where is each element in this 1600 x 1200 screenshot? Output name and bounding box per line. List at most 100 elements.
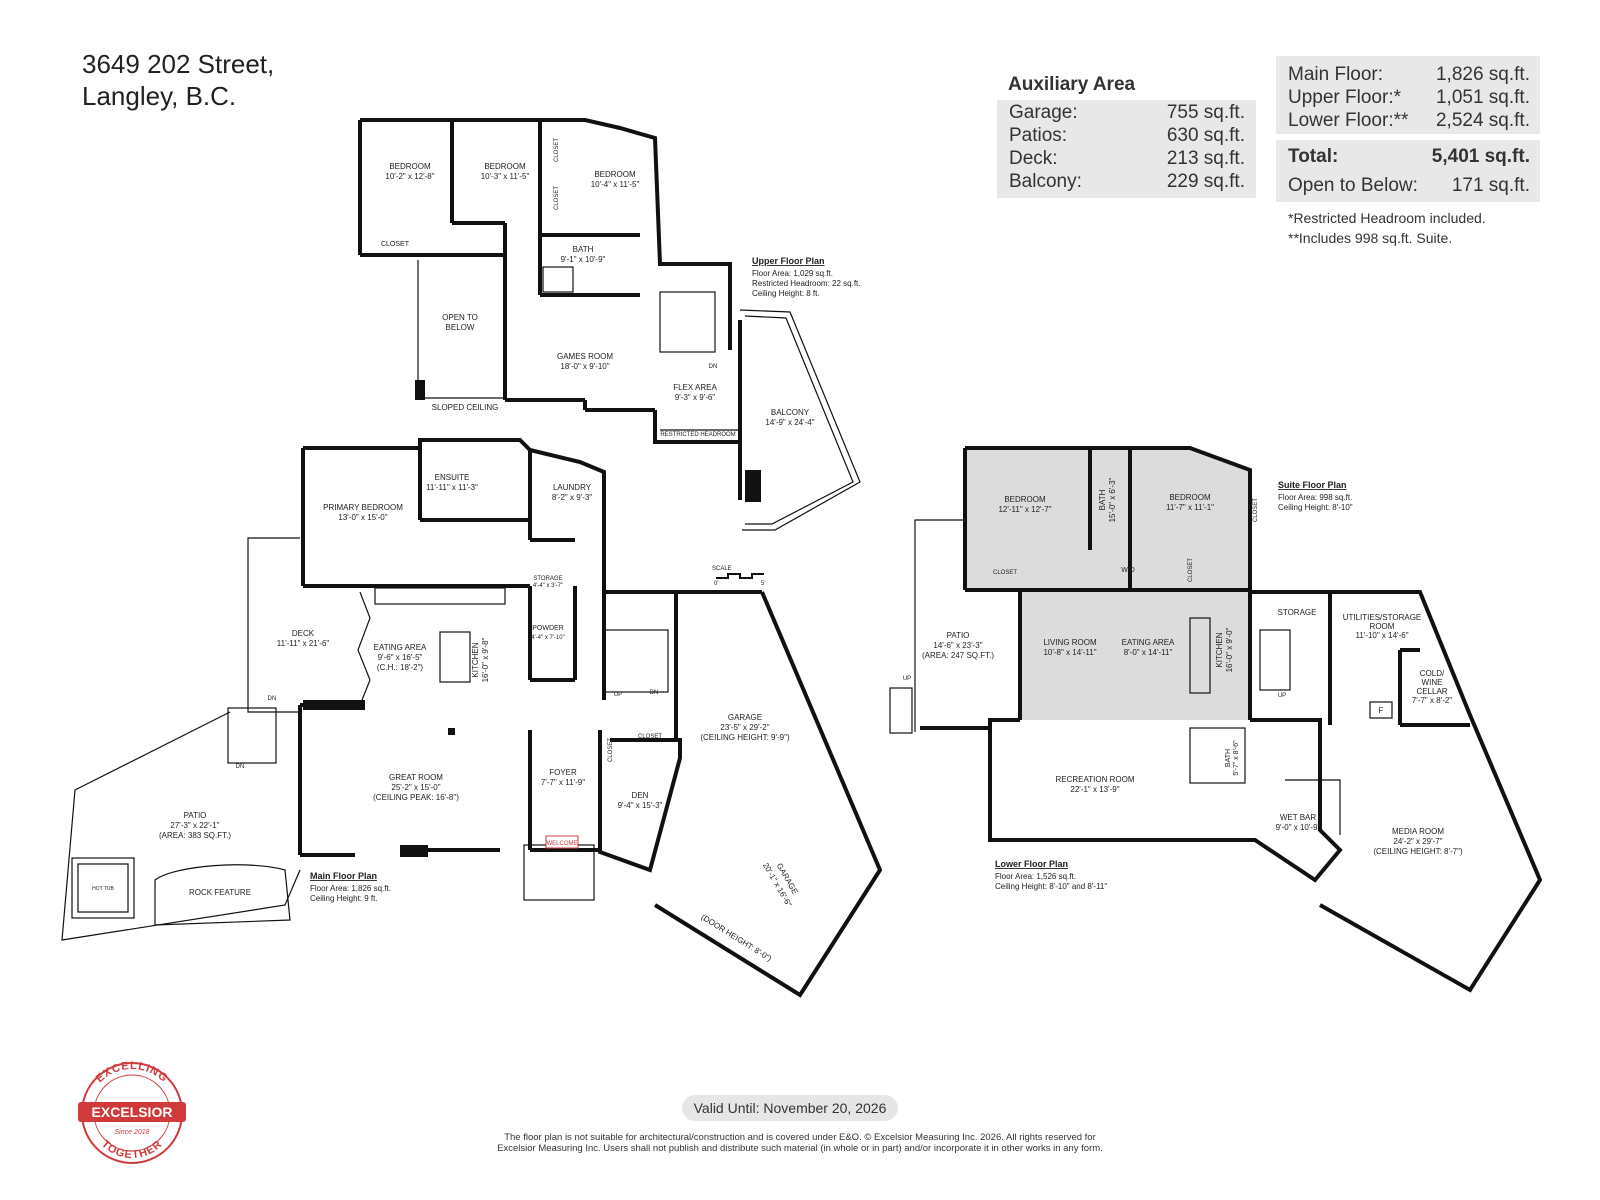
summary-totals: Total:5,401 sq.ft. Open to Below:171 sq.… [1276, 140, 1540, 202]
disclaimer-line-1: The floor plan is not suitable for archi… [504, 1132, 1096, 1143]
open-to-below-1: OPEN TO [442, 313, 478, 322]
room-living-name: LIVING ROOM [1043, 638, 1097, 647]
lower-floor-walls [920, 590, 1543, 993]
room-patio-lower-dim: 14'-6" x 23'-3" [933, 641, 982, 650]
upper-floor-walls [358, 118, 742, 500]
room-patio-lower-area: (AREA: 247 SQ.FT.) [922, 651, 994, 660]
room-great-dim: 25'-2" x 15'-0" [391, 783, 440, 792]
upper-plan-line1: Floor Area: 1,029 sq.ft. [752, 269, 833, 278]
room-foyer-dim: 7'-7" x 11'-9" [541, 778, 585, 787]
summary-row-open-below: Open to Below:171 sq.ft. [1288, 175, 1530, 196]
upper-floor-thin-lines [417, 260, 861, 531]
room-flex-dim: 9'-3" x 9'-6" [675, 393, 715, 402]
room-closet-suite-2: CLOSET [1188, 558, 1194, 582]
room-bath-lower-dim: 5'-7" x 8'-6" [1233, 740, 1240, 776]
suite-plan-line2: Ceiling Height: 8'-10" [1278, 503, 1353, 512]
lower-plan-line1: Floor Area: 1,526 sq.ft. [995, 872, 1076, 881]
logo-name: EXCELSIOR [92, 1104, 173, 1120]
room-ensuite-name: ENSUITE [435, 473, 470, 482]
room-living-dim: 10'-8" x 14'-11" [1043, 648, 1096, 657]
room-patio-lower-name: PATIO [947, 631, 970, 640]
room-eating-main-ch: (C.H.: 18'-2") [377, 663, 423, 672]
room-storage-main-dim: 4'-4" x 3'-7" [533, 583, 563, 589]
room-cold-line1: COLD/ [1420, 669, 1445, 678]
room-patio-main-area: (AREA: 383 SQ.FT.) [159, 831, 231, 840]
room-cold-line3: CELLAR [1416, 687, 1447, 696]
room-kitchen-lower-dim: 16'-0" x 9'-0" [1225, 627, 1234, 672]
main-plan-title: Main Floor Plan [310, 871, 377, 881]
scale-five: 5' [761, 581, 765, 587]
room-laundry-dim: 8'-2" x 9'-3" [552, 493, 592, 502]
rock-feature: ROCK FEATURE [189, 888, 251, 897]
lower-floor-thin-lines [889, 519, 1393, 835]
scale-zero: 0' [714, 581, 718, 587]
aux-row-patios: Patios:630 sq.ft. [1009, 125, 1245, 146]
disclaimer-line-2: Excelsior Measuring Inc. Users shall not… [497, 1143, 1103, 1154]
room-utilities-line1: UTILITIES/STORAGE [1343, 613, 1422, 622]
welcome-mat [545, 835, 579, 849]
room-closet-upper-2: CLOSET [554, 138, 560, 162]
room-garage-a-dim: 23'-5" x 29'-2" [720, 723, 769, 732]
room-media-dim: 24'-2" x 29'-7" [1393, 837, 1442, 846]
room-ensuite-dim: 11'-11" x 11'-3" [426, 483, 478, 492]
room-eating-lower-name: EATING AREA [1122, 638, 1175, 647]
auxiliary-area-table: Garage:755 sq.ft. Patios:630 sq.ft. Deck… [997, 100, 1256, 198]
aux-row-balcony: Balcony:229 sq.ft. [1009, 171, 1245, 192]
room-closet-suite-3: CLOSET [1253, 498, 1259, 522]
suite-plan-line1: Floor Area: 998 sq.ft. [1278, 493, 1352, 502]
lower-plan-title: Lower Floor Plan [995, 859, 1068, 869]
aux-row-deck: Deck:213 sq.ft. [1009, 148, 1245, 169]
suite-floor [963, 446, 1252, 720]
room-media-name: MEDIA ROOM [1392, 827, 1444, 836]
summary-row-upper: Upper Floor:*1,051 sq.ft. [1288, 87, 1530, 108]
room-closet-upper-3: CLOSET [554, 186, 560, 210]
stair-up-lower-1: UP [903, 676, 911, 682]
room-deck-dim: 11'-11" x 21'-6" [277, 639, 330, 648]
room-closet-upper-1: CLOSET [381, 241, 410, 248]
logo-since: Since 2018 [114, 1129, 149, 1136]
room-bedroom-3-dim: 10'-4" x 11'-5" [591, 180, 640, 189]
svg-text:EXCELLING: EXCELLING [94, 1060, 170, 1085]
disclaimer: The floor plan is not suitable for archi… [420, 1132, 1180, 1154]
room-flex-name: FLEX AREA [673, 383, 717, 392]
room-great-name: GREAT ROOM [389, 773, 443, 782]
room-deck-name: DECK [292, 629, 315, 638]
washer-dryer: W/D [1121, 567, 1135, 574]
room-utilities-dim: 11'-10" x 14'-6" [1355, 631, 1408, 640]
room-den-name: DEN [632, 791, 649, 800]
lower-plan-line2: Ceiling Height: 8'-10" and 8'-11" [995, 882, 1107, 891]
room-eating-lower-dim: 8'-0" x 14'-11" [1124, 648, 1173, 657]
aux-row-garage: Garage:755 sq.ft. [1009, 102, 1245, 123]
excelsior-logo: EXCELLING TOGETHER EXCELSIOR Since 2018 [78, 1060, 186, 1164]
room-wetbar-dim: 9'-0" x 10'-9" [1276, 823, 1321, 832]
room-balcony-name: BALCONY [771, 408, 810, 417]
summary-row-main: Main Floor:1,826 sq.ft. [1288, 64, 1530, 85]
room-bath-suite-name: BATH [1098, 489, 1107, 510]
stair-up-lower-2: UP [1278, 693, 1286, 699]
room-storage-main-name: STORAGE [533, 576, 562, 582]
room-eating-main-dim: 9'-6" x 16'-5" [378, 653, 423, 662]
welcome-text: WELCOME [546, 841, 577, 847]
address-line-1: 3649 202 Street, [82, 49, 275, 79]
room-den-dim: 9'-4" x 15'-3" [618, 801, 663, 810]
room-eating-main-name: EATING AREA [374, 643, 427, 652]
note-restricted: *Restricted Headroom included. [1288, 210, 1486, 226]
room-bedroom-2-dim: 10'-3" x 11'-5" [481, 172, 530, 181]
stair-dn-upper: DN [709, 364, 718, 370]
open-to-below-2: BELOW [446, 323, 475, 332]
summary-row-lower: Lower Floor:**2,524 sq.ft. [1288, 110, 1530, 131]
room-bath-lower-name: BATH [1225, 749, 1232, 767]
room-cold-line2: WINE [1422, 678, 1443, 687]
hot-tub: HOT TUB [92, 886, 114, 892]
room-bedroom-2-name: BEDROOM [484, 162, 526, 171]
floor-area-summary: Main Floor:1,826 sq.ft. Upper Floor:*1,0… [1276, 56, 1540, 134]
room-foyer-name: FOYER [549, 768, 577, 777]
room-bedroom-suite-1-dim: 12'-11" x 12'-7" [998, 505, 1051, 514]
upper-plan-line2: Restricted Headroom: 22 sq.ft. [752, 279, 861, 288]
stair-dn-deck: DN [268, 696, 277, 702]
auxiliary-area-title: Auxiliary Area [1008, 74, 1136, 95]
room-bath-upper-dim: 9'-1" x 10'-9" [561, 255, 606, 264]
main-floor-walls [298, 438, 883, 998]
upper-plan-line3: Ceiling Height: 8 ft. [752, 289, 820, 298]
room-primary-name: PRIMARY BEDROOM [323, 503, 403, 512]
